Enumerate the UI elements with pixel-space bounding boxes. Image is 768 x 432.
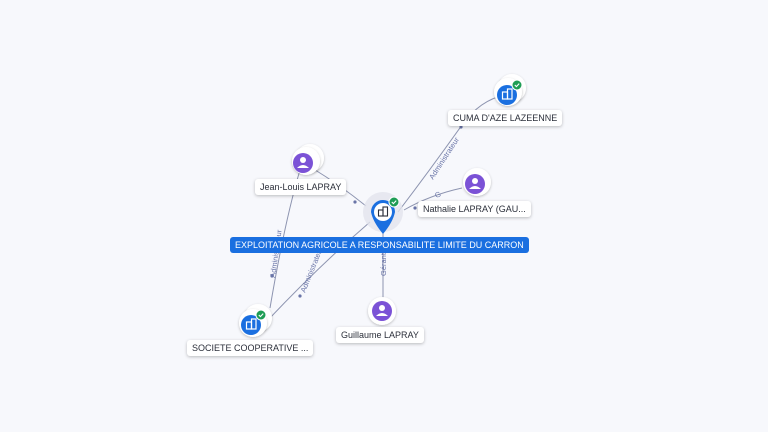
edge-nathalie-main (403, 187, 463, 211)
edge-main-cuma (397, 94, 506, 213)
node-label-cuma[interactable]: CUMA D'AZE LAZEENNE (448, 110, 563, 126)
node-label-jean-louis[interactable]: Jean-Louis LAPRAY (255, 179, 347, 195)
company-node-societe[interactable] (239, 304, 272, 337)
main-company-node[interactable] (363, 192, 403, 234)
verified-check-icon (255, 309, 267, 321)
node-label-guillaume[interactable]: Guillaume LAPRAY (336, 327, 424, 343)
building-icon (377, 206, 389, 217)
node-label-nathalie[interactable]: Nathalie LAPRAY (GAU... (418, 201, 531, 217)
edge-markers (270, 125, 463, 298)
person-icon (376, 305, 388, 316)
edge-main-societe (267, 221, 371, 321)
building-icon (245, 318, 257, 330)
building-icon (501, 88, 513, 100)
verified-check-icon (511, 79, 523, 91)
person-icon (297, 157, 309, 168)
person-icon (469, 178, 481, 189)
edge-label-nathalie-main: G (434, 189, 443, 200)
edge-label-guillaume-main: Gérant (379, 252, 388, 276)
edge-label-main-cuma: Administrateur (427, 135, 461, 181)
person-node-nathalie[interactable] (463, 168, 491, 196)
node-label-societe[interactable]: SOCIETE COOPERATIVE ... (187, 340, 314, 356)
person-node-guillaume[interactable] (368, 297, 396, 325)
verified-check-icon (388, 196, 400, 208)
main-company-label[interactable]: EXPLOITATION AGRICOLE A RESPONSABILITE L… (230, 237, 529, 253)
person-node-jean-louis[interactable] (292, 144, 324, 175)
company-node-cuma[interactable] (494, 74, 526, 106)
